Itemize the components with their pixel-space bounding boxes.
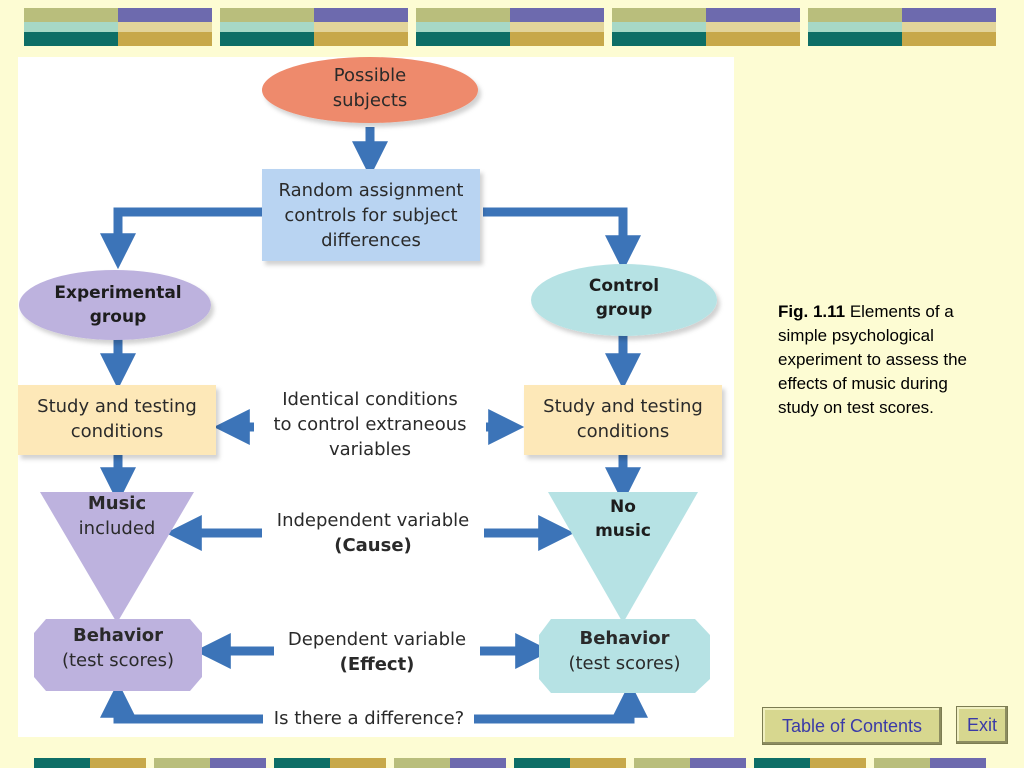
identical-line-2: to control extraneous [273, 414, 467, 435]
no-music-label: No music [558, 495, 688, 543]
behavior-right-plain: (test scores) [568, 653, 681, 674]
study-conditions-left-label: Study and testing conditions [18, 394, 216, 444]
independent-variable-bold: (Cause) [334, 535, 412, 556]
experimental-group-line-2: group [89, 307, 147, 327]
control-group-line-1: Control [588, 276, 660, 296]
decor-tile [416, 8, 604, 46]
study-right-line-1: Study and testing [543, 396, 703, 417]
independent-variable-label: Independent variable (Cause) [262, 508, 484, 558]
behavior-right-bold: Behavior [579, 628, 670, 649]
exit-button[interactable]: Exit [956, 706, 1008, 744]
decor-tile [220, 8, 408, 46]
possible-subjects-oval [262, 57, 478, 123]
no-music-line-1: No [610, 497, 636, 517]
random-assignment-line-3: differences [321, 230, 421, 251]
behavior-left-octagon [34, 619, 202, 691]
arrow-difference-left [100, 681, 263, 724]
decor-tile [808, 8, 996, 46]
no-music-line-2: music [595, 521, 651, 541]
table-of-contents-button[interactable]: Table of Contents [762, 707, 942, 745]
diagram-shapes [18, 57, 722, 724]
decor-tile [612, 8, 800, 46]
behavior-right-octagon [539, 619, 710, 693]
music-included-bold: Music [87, 493, 147, 514]
independent-variable-plain: Independent variable [276, 510, 470, 531]
no-music-triangle [548, 492, 698, 623]
arrow-assignment-to-control [483, 207, 641, 272]
caption-figure-label: Fig. 1.11 [778, 302, 846, 321]
bottom-decorative-band [0, 758, 1024, 768]
behavior-left-label: Behavior (test scores) [34, 623, 202, 673]
experimental-group-line-1: Experimental [54, 283, 182, 303]
control-group-line-2: group [595, 300, 653, 320]
music-included-label: Music included [50, 491, 184, 541]
experimental-group-oval [19, 270, 211, 340]
behavior-left-bold: Behavior [72, 625, 164, 646]
flow-arrows [100, 127, 648, 724]
random-assignment-label: Random assignment controls for subject d… [262, 178, 480, 253]
dependent-variable-label: Dependent variable (Effect) [274, 627, 480, 677]
top-decorative-band [0, 0, 1024, 52]
random-assignment-line-2: controls for subject [284, 205, 458, 226]
dependent-variable-bold: (Effect) [339, 654, 415, 675]
caption-text: Elements of a simple psychological exper… [778, 302, 967, 417]
random-assignment-box [262, 169, 480, 261]
identical-line-3: variables [329, 439, 411, 460]
study-left-line-2: conditions [70, 421, 164, 442]
behavior-right-label: Behavior (test scores) [539, 626, 710, 676]
decor-tile [24, 8, 212, 46]
study-conditions-right-label: Study and testing conditions [524, 394, 722, 444]
dependent-variable-plain: Dependent variable [287, 629, 467, 650]
possible-subjects-line-1: Possible [333, 65, 407, 86]
music-included-triangle [40, 492, 194, 623]
identical-line-1: Identical conditions [282, 389, 458, 410]
difference-label: Is there a difference? [264, 707, 474, 731]
experiment-diagram: Possible subjects Random assignment cont… [18, 57, 734, 737]
experimental-group-label: Experimental group [30, 281, 206, 329]
arrow-assignment-to-experimental [100, 207, 263, 270]
study-left-line-1: Study and testing [37, 396, 197, 417]
study-right-line-2: conditions [576, 421, 670, 442]
identical-conditions-label: Identical conditions to control extraneo… [254, 387, 486, 462]
possible-subjects-label: Possible subjects [300, 63, 440, 113]
control-group-label: Control group [544, 274, 704, 322]
behavior-left-plain: (test scores) [61, 650, 175, 671]
possible-subjects-line-2: subjects [332, 90, 408, 111]
random-assignment-line-1: Random assignment [278, 180, 464, 201]
music-included-plain: included [78, 518, 156, 539]
arrow-difference-right [473, 681, 648, 724]
study-conditions-left-box [18, 385, 216, 455]
control-group-oval [531, 264, 717, 336]
study-conditions-right-box [524, 385, 722, 455]
figure-caption: Fig. 1.11 Elements of a simple psycholog… [778, 300, 984, 420]
